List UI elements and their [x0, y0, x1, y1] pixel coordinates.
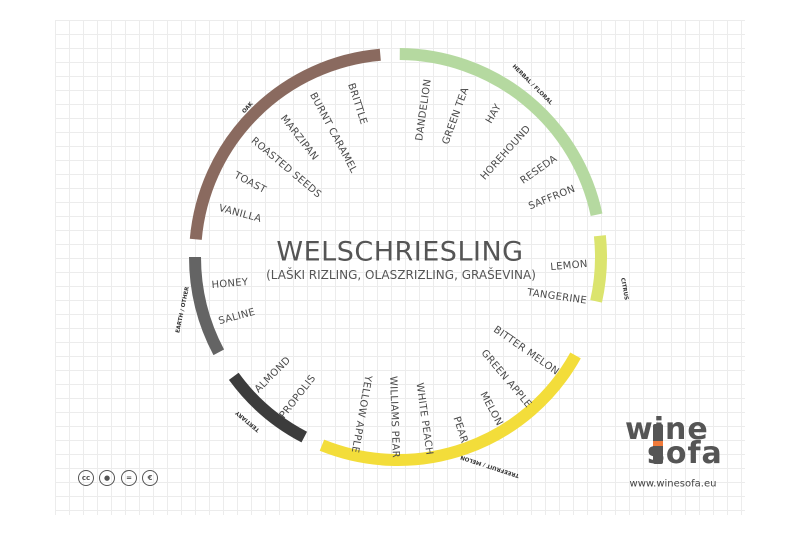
grid-background: [55, 20, 745, 515]
bottle-band: [653, 441, 663, 446]
wine-synonyms: (LAŠKI RIZLING, OLASZRIZLING, GRAŠEVINA): [266, 268, 536, 282]
winesofa-logo: wine sofa: [625, 412, 735, 469]
non-commercial-icon: €: [142, 470, 158, 486]
arc-treefruit-melon: [319, 352, 581, 466]
cc-icon: cc: [78, 470, 94, 486]
arc-oak: [189, 48, 381, 240]
website-link[interactable]: www.winesofa.eu: [629, 478, 717, 490]
logo-line-1: wine: [625, 412, 709, 447]
no-derivatives-icon: =: [121, 470, 137, 486]
arc-earth-other: [189, 256, 225, 356]
attribution-icon: ●: [99, 470, 115, 486]
arc-citrus: [590, 235, 607, 303]
wine-title: WELSCHRIESLING: [276, 236, 524, 268]
arc-herbal-floral: [399, 48, 603, 217]
bottle-icon: [653, 424, 663, 464]
arc-tertiary: [228, 372, 308, 443]
